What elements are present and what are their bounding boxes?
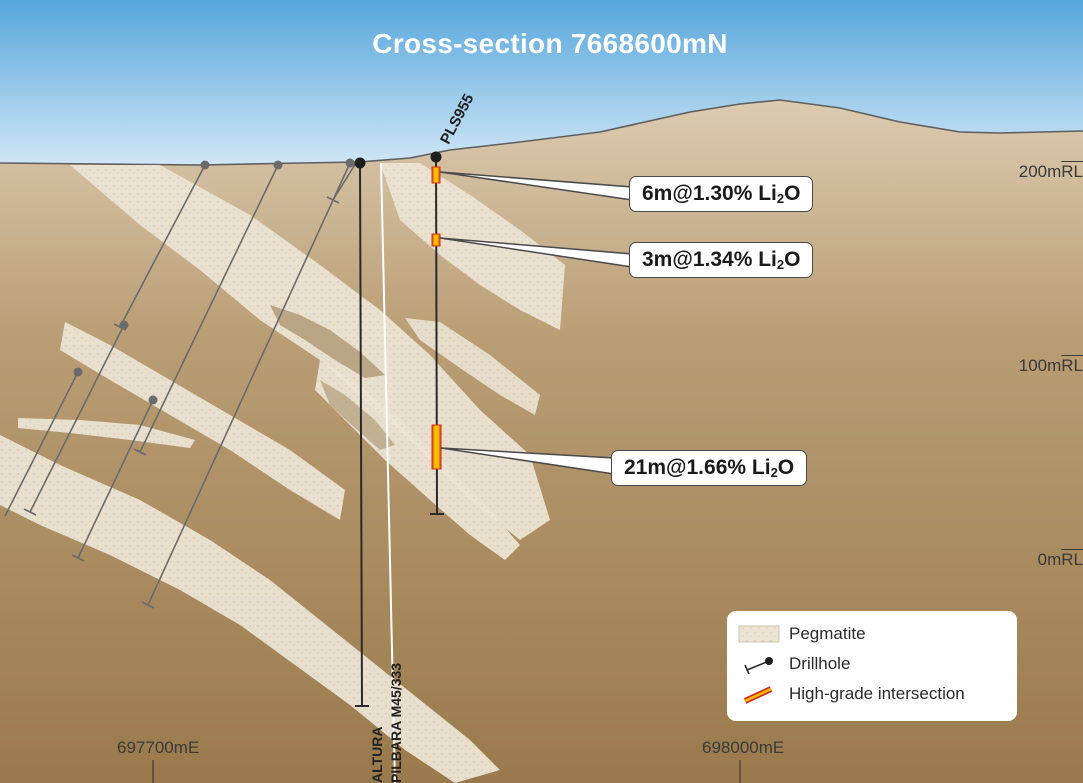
intersection-callout-2: 3m@1.34% Li2O: [629, 242, 814, 278]
callout-text: 3m@1.34% Li: [642, 248, 777, 271]
drillholes: [4, 158, 357, 609]
rl-label-0: 0mRL: [1038, 550, 1083, 570]
drillhole-symbol-icon: [744, 657, 773, 675]
intersection-callout-3: 21m@1.66% Li2O: [611, 450, 808, 486]
pegmatite-dark-lens-2: [320, 380, 395, 450]
pegmatite-mid-body: [315, 360, 520, 560]
altura-drillhole: [354, 157, 369, 707]
high-grade-intersection-1: [431, 166, 441, 184]
pegmatite-dark-lens: [270, 305, 385, 378]
pegmatite-bodies: [0, 163, 565, 783]
pegmatite-lower-body: [0, 435, 500, 783]
rl-value: 100m: [1018, 356, 1062, 375]
drillhole-5: [23, 320, 129, 516]
pegmatite-main-body: [70, 165, 550, 540]
drillhole-7: [71, 395, 158, 562]
rl-value: 0m: [1037, 550, 1062, 569]
legend-label-drillhole: Drillhole: [789, 654, 851, 673]
rl-unit: RL: [1061, 550, 1083, 569]
rl-unit: RL: [1061, 356, 1083, 375]
high-grade-intersections: [431, 166, 442, 470]
legend-label-pegmatite: Pegmatite: [789, 624, 866, 643]
high-grade-symbol-icon: [743, 686, 773, 704]
legend-item-high-grade: High-grade intersection: [737, 679, 1017, 709]
callout-pointers: [439, 171, 633, 475]
legend: Pegmatite Drillhole High-grade intersect…: [727, 611, 1017, 721]
intersection-callout-1: 6m@1.30% Li2O: [629, 176, 814, 212]
rl-label-100: 100mRL: [1019, 356, 1083, 376]
pegmatite-thin-lens: [405, 318, 540, 415]
callout-text-suffix: O: [784, 182, 801, 205]
callout-text-suffix: O: [777, 456, 795, 479]
callout-text: 6m@1.30% Li: [642, 182, 777, 205]
callout-subscript: 2: [770, 465, 778, 480]
drillhole-2: [133, 160, 283, 456]
topography-line: [0, 99, 1083, 166]
high-grade-intersection-3: [431, 424, 442, 470]
callout-subscript: 2: [776, 257, 785, 272]
lease-label-altura: ALTURA: [369, 726, 385, 783]
drillhole-3: [141, 158, 355, 609]
callout-text-suffix: O: [784, 248, 801, 271]
callout-text: 21m@1.66% Li: [624, 456, 771, 479]
lease-boundary-line: [380, 162, 396, 783]
lease-label-pilbara: PILBARA M45/333: [388, 662, 404, 783]
legend-item-pegmatite: Pegmatite: [737, 619, 1017, 649]
pegmatite-swatch-icon: [738, 625, 780, 643]
high-grade-intersection-2: [431, 233, 441, 247]
legend-label-high-grade: High-grade intersection: [789, 684, 965, 703]
rl-ticks: [152, 760, 741, 783]
rl-unit: RL: [1061, 162, 1083, 181]
callout-subscript: 2: [776, 191, 785, 206]
easting-label-697700: 697700mE: [117, 738, 200, 757]
drillhole-4: [326, 162, 357, 204]
drillhole-6: [4, 367, 83, 517]
rl-label-200: 200mRL: [1019, 162, 1083, 182]
pegmatite-small-lens: [18, 418, 195, 448]
section-title: Cross-section 7668600mN: [372, 28, 728, 59]
pegmatite-left-lens: [60, 322, 345, 520]
legend-item-drillhole: Drillhole: [737, 649, 1017, 679]
rl-value: 200m: [1018, 162, 1062, 181]
pegmatite-upper-lens: [380, 163, 565, 330]
easting-label-698000: 698000mE: [702, 738, 785, 757]
